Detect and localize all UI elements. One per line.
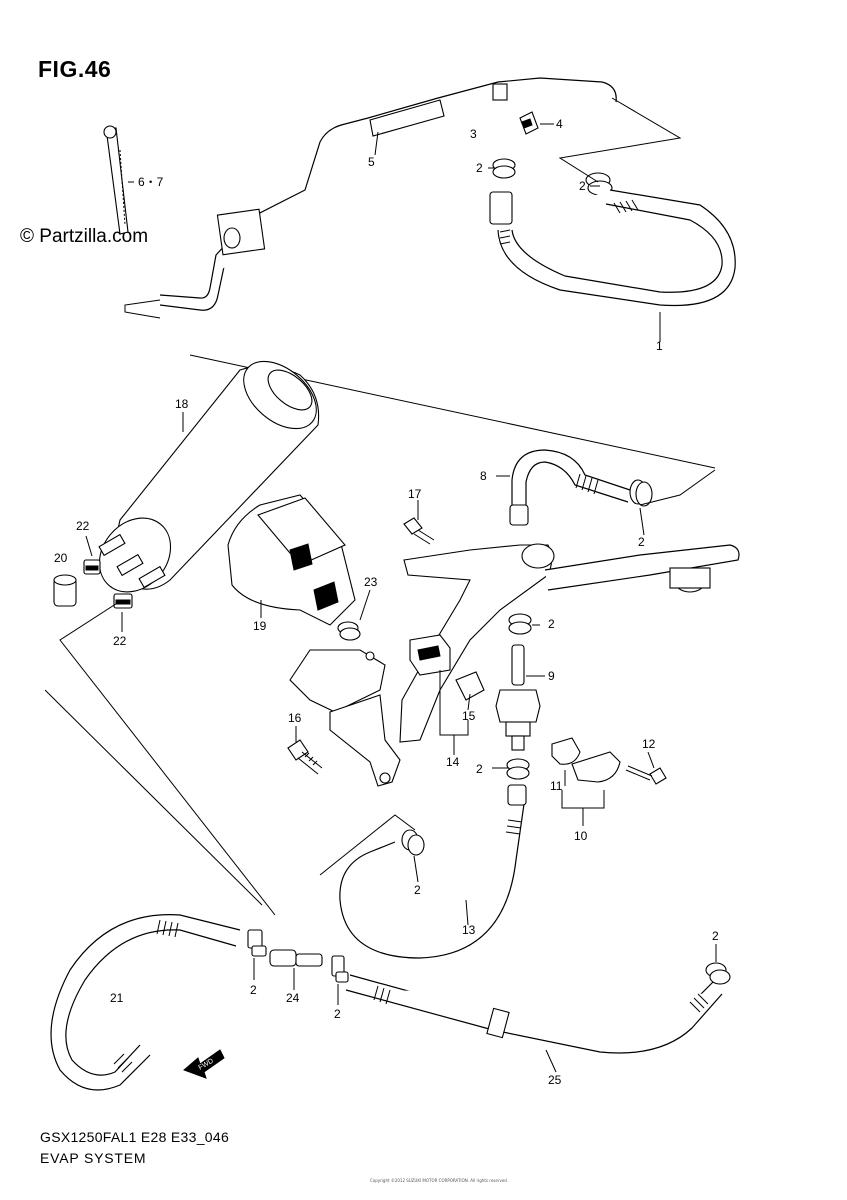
guide-line-e (59, 599, 276, 916)
clamp-part-2-f (401, 829, 425, 856)
callout: 2 (712, 929, 719, 943)
callout: 11 (550, 779, 563, 793)
callout: 22 (76, 519, 90, 533)
clamp-part-2-c (629, 479, 653, 507)
hose-part-25 (345, 974, 723, 1054)
callout: 21 (110, 991, 124, 1005)
section-name: EVAP SYSTEM (40, 1150, 147, 1166)
clamp-part-2-g (247, 929, 267, 957)
bolt-part-16 (287, 739, 323, 775)
callout: 4 (556, 117, 563, 131)
callout: 20 (54, 551, 68, 565)
callout: 2 (579, 179, 586, 193)
callout: 2 (334, 1007, 341, 1021)
clamp-part-2-i (705, 962, 731, 985)
callout: 2 (250, 983, 257, 997)
callout: 2 (638, 535, 645, 549)
callout-labels: 1 2 2 3 4 5 6・7 8 2 17 18 22 20 22 19 23… (54, 117, 719, 1087)
clamp-part-11 (551, 737, 581, 765)
callout: 25 (548, 1073, 562, 1087)
callout: 16 (288, 711, 302, 725)
canister-part-18 (98, 360, 320, 593)
callout: 2 (414, 883, 421, 897)
callout: 14 (446, 755, 460, 769)
callout: 24 (286, 991, 300, 1005)
callout: 12 (642, 737, 656, 751)
callout: 2 (476, 762, 483, 776)
guide-line-d (639, 469, 716, 506)
callout: 8 (480, 469, 487, 483)
guide-line-b (124, 299, 161, 319)
guide-line-c (558, 97, 682, 183)
callout: 10 (574, 829, 588, 843)
bracket-plate (289, 649, 401, 787)
joint-part-24 (269, 949, 323, 967)
clamp-part-4 (519, 111, 539, 135)
bracket-line-10 (561, 790, 605, 809)
callout: 2 (548, 617, 555, 631)
bracket-part-14 (409, 634, 451, 676)
hose-part-13 (339, 784, 527, 959)
callout: 19 (253, 619, 267, 633)
callout: 13 (462, 923, 476, 937)
vent-hose-top (159, 77, 617, 311)
clamp-part-2-e (506, 758, 530, 780)
clamp-top-a (492, 158, 516, 179)
watermark-text: © Partzilla.com (20, 226, 149, 247)
clamp-part-22-a (83, 559, 101, 575)
guide-line-g (319, 814, 416, 876)
figure-title: FIG.46 (38, 56, 112, 82)
fwd-arrow: FWD (183, 1049, 225, 1079)
tie-strap-part-6-7 (103, 125, 129, 235)
callout: 15 (462, 709, 476, 723)
clamp-part-22-b (113, 593, 133, 609)
bolt-part-12 (625, 765, 667, 785)
callout: 23 (364, 575, 378, 589)
callout: 18 (175, 397, 189, 411)
hose-part-1 (489, 189, 736, 307)
frame-bracket (399, 543, 740, 743)
clamp-part-2-h (331, 955, 349, 983)
filter-part-9 (495, 644, 541, 751)
bolt-part-17 (403, 517, 435, 545)
clip-part-15 (455, 671, 485, 701)
hose-part-8 (509, 449, 631, 526)
callout: 3 (470, 127, 477, 141)
clip-part-23 (337, 621, 361, 641)
holder-part-19 (227, 494, 356, 626)
callout: 5 (368, 155, 375, 169)
clamp-part-2-d (508, 613, 532, 635)
hose-part-21 (50, 914, 241, 1091)
leader-lines (85, 123, 717, 1073)
model-code: GSX1250FAL1 E28 E33_046 (40, 1129, 230, 1145)
callout: 22 (113, 634, 127, 648)
callout: 17 (408, 487, 422, 501)
callout: 6・7 (138, 175, 164, 189)
fine-print: Copyright ©2012 SUZUKI MOTOR CORPORATION… (370, 1178, 509, 1183)
callout: 1 (656, 339, 663, 353)
clamp-part-10 (571, 751, 621, 783)
guide-line-f (44, 689, 263, 906)
callout: 9 (548, 669, 555, 683)
cap-part-20 (53, 574, 77, 607)
callout: 2 (476, 161, 483, 175)
